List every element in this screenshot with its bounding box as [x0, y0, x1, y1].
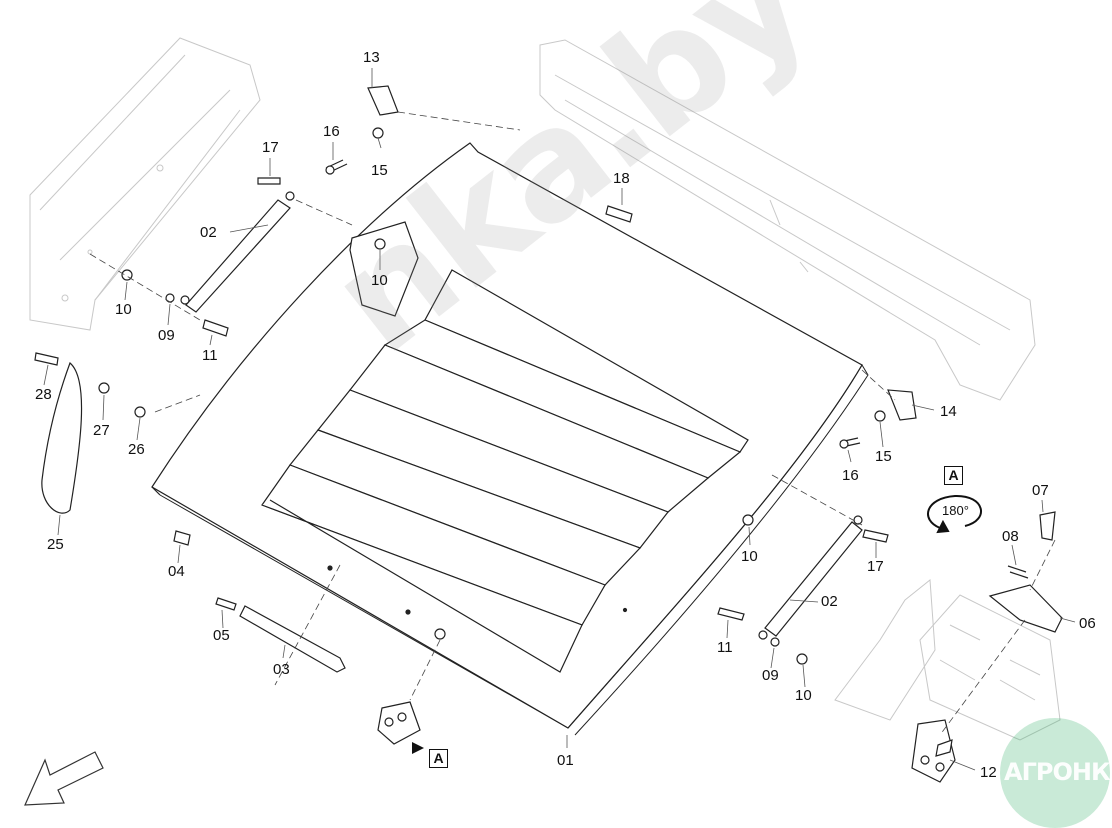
callout-16: 16 [323, 123, 340, 140]
callout-03: 03 [273, 661, 290, 678]
logo-badge [1000, 718, 1110, 828]
louvre-slats [261, 269, 749, 673]
rotate-180-icon [927, 494, 982, 534]
callout-17: 17 [867, 558, 884, 575]
callout-15: 15 [875, 448, 892, 465]
callout-10: 10 [741, 548, 758, 565]
callout-09: 09 [158, 327, 175, 344]
callout-02: 02 [200, 224, 217, 241]
callout-11: 11 [202, 347, 218, 364]
callout-25: 25 [47, 536, 64, 553]
callout-27: 27 [93, 422, 110, 439]
callout-05: 05 [213, 627, 230, 644]
logo-text: АГРОНКА [1004, 758, 1112, 786]
right-frame-ghost [539, 39, 1061, 741]
callout-12: 12 [980, 764, 997, 781]
callout-16: 16 [842, 467, 859, 484]
assembly-lines [89, 111, 1056, 736]
callout-08: 08 [1002, 528, 1019, 545]
rotation-label: 180° [942, 503, 969, 518]
callout-18: 18 [613, 170, 630, 187]
detail-pointer-icon [412, 742, 424, 754]
callout-02: 02 [821, 593, 838, 610]
callout-14: 14 [940, 403, 957, 420]
callout-07: 07 [1032, 482, 1049, 499]
gas-strut-right [758, 515, 863, 640]
hardware-parts [34, 85, 1063, 783]
leader-lines [43, 68, 1076, 771]
callout-17: 17 [262, 139, 279, 156]
callout-26: 26 [128, 441, 145, 458]
callout-28: 28 [35, 386, 52, 403]
callout-15: 15 [371, 162, 388, 179]
callout-06: 06 [1079, 615, 1096, 632]
callout-13: 13 [363, 49, 380, 66]
gas-strut-left [180, 191, 295, 313]
callout-04: 04 [168, 563, 185, 580]
callout-10: 10 [795, 687, 812, 704]
direction-arrow-icon [24, 751, 104, 806]
detail-marker-a: A [429, 749, 448, 768]
callout-09: 09 [762, 667, 779, 684]
callout-11: 11 [717, 639, 733, 656]
detail-marker-a: A [944, 466, 963, 485]
callout-10: 10 [371, 272, 388, 289]
left-housing-ghost [29, 37, 261, 331]
callout-01: 01 [557, 752, 574, 769]
callout-10: 10 [115, 301, 132, 318]
